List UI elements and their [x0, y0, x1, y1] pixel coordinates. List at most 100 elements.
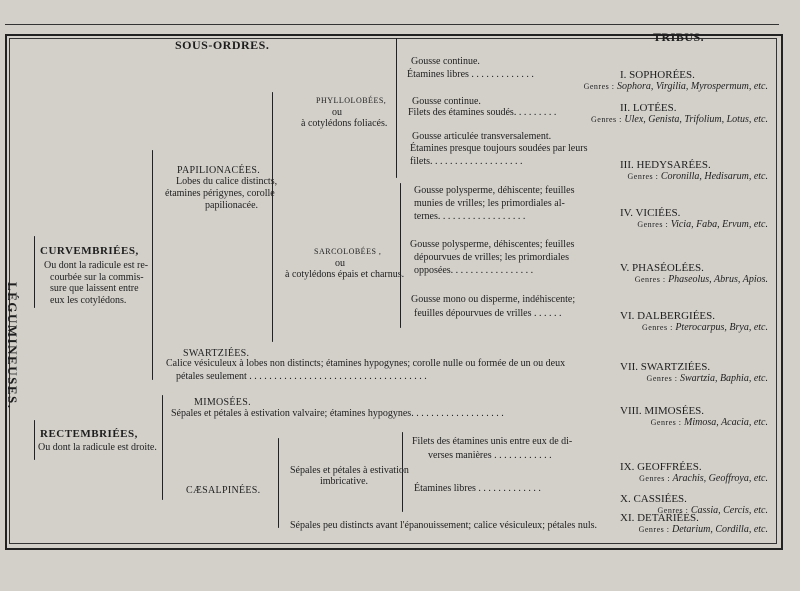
char-5-line-1: Gousse polysperme, déhiscentes; feuilles	[410, 239, 575, 250]
char-9-line-1: Filets des étamines unis entre eux de di…	[412, 436, 573, 447]
char-2-line-2: Filets des étamines soudés. . . . . . . …	[408, 107, 557, 118]
tribe-name: III. HEDYSARÉES.	[620, 159, 711, 171]
tribe-genres: Genres : Pterocarpus, Brya, etc.	[642, 323, 768, 333]
genres-label: Genres :	[638, 525, 672, 534]
tribe-name: II. LOTÉES.	[620, 102, 677, 114]
genres-label: Genres :	[583, 82, 617, 91]
tribus-header: TRIBUS.	[653, 30, 705, 44]
genres-label: Genres :	[657, 506, 691, 515]
curvembriees-brace	[34, 236, 35, 308]
genres-value: Pterocarpus, Brya, etc.	[675, 322, 768, 333]
genres-value: Detarium, Cordilla, etc.	[671, 524, 768, 535]
genres-label: Genres :	[641, 323, 676, 332]
genres-value: Coronilla, Hedisarum, etc.	[660, 171, 768, 182]
tribe-name: X. CASSIÉES.	[620, 493, 687, 505]
tribe-genres: Genres : Coronilla, Hedisarum, etc.	[627, 172, 768, 182]
phyllolobees-desc: à cotylédons foliacés.	[301, 118, 388, 129]
tribe-genres: Genres : Swartzia, Baphia, etc.	[647, 374, 768, 384]
genres-value: Sophora, Virgilia, Myrospermum, etc.	[616, 81, 768, 92]
tribe-genres: Genres : Vicia, Faba, Ervum, etc.	[637, 220, 768, 230]
genres-label: Genres :	[650, 418, 685, 427]
genres-value: Arachis, Geoffroya, etc.	[672, 473, 768, 484]
curvembriees-title: CURVEMBRIÉES,	[40, 245, 139, 257]
curvembriees-line-2: courbée sur la commis-	[50, 272, 144, 283]
papilionacees-line-3: papilionacée.	[205, 200, 259, 211]
phyllolobees-brace	[396, 38, 397, 178]
tribe-name: VIII. MIMOSÉES.	[620, 405, 705, 417]
char-3-line-3: filets. . . . . . . . . . . . . . . . . …	[410, 156, 523, 167]
rectembriees-brace	[34, 420, 35, 460]
curvembriees-line-4: eux les cotylédons.	[50, 295, 127, 306]
vertical-title: LÉGUMINEUSES.	[5, 282, 20, 410]
genres-label: Genres :	[627, 172, 661, 181]
tribe-genres: Genres : Detarium, Cordilla, etc.	[639, 525, 768, 535]
sarcolobees-title: SARCOLOBÉES ,	[314, 247, 382, 256]
genres-label: Genres :	[591, 115, 625, 124]
sarcolobees-ou: ou	[335, 258, 345, 269]
char-6-line-2: feuilles dépourvues de vrilles . . . . .…	[414, 308, 562, 319]
tribe-name: VI. DALBERGIÉES.	[620, 310, 716, 322]
sarcolobees-brace	[400, 183, 401, 328]
swartziees-line-1: Calice vésiculeux à lobes non distincts;…	[166, 358, 566, 369]
mimosees-line: Sépales et pétales à estivation valvaire…	[171, 408, 504, 419]
imbric-line-1: Sépales et pétales à estivation	[290, 465, 409, 476]
curvembriees-line-1: Ou dont la radicule est re-	[44, 260, 149, 271]
tribe-genres: Genres : Cassia, Cercis, etc.	[657, 506, 768, 516]
caesalpinees-brace	[278, 438, 279, 528]
rectembriees-line: Ou dont la radicule est droite.	[38, 442, 157, 453]
rectembriees-title: RECTEMBRIÉES,	[40, 428, 138, 440]
phyllolobees-title: PHYLLOLOBÉES,	[316, 96, 387, 105]
genres-value: Mimosa, Acacia, etc.	[684, 417, 768, 428]
tribe-name: V. PHASÉOLÉES.	[620, 262, 704, 274]
genres-value: Cassia, Cercis, etc.	[690, 505, 768, 516]
char-3-line-2: Étamines presque toujours soudées par le…	[410, 143, 588, 154]
genres-label: Genres :	[637, 220, 671, 229]
genres-label: Genres :	[646, 374, 680, 383]
swartziees-line-2: pétales seulement . . . . . . . . . . . …	[176, 371, 427, 382]
sarcolobees-desc: à cotylédons épais et charnus.	[285, 269, 405, 280]
imbric-line-2: imbricative.	[320, 476, 369, 487]
genres-value: Vicia, Faba, Ervum, etc.	[670, 219, 768, 230]
papilionacees-line-2: étamines périgynes, corolle	[165, 188, 275, 199]
char-4-line-2: munies de vrilles; les primordiales al-	[414, 198, 565, 209]
tribe-genres: Genres : Phaseolus, Abrus, Apios.	[635, 275, 768, 285]
tribe-name: XI. DETARIÉES.	[620, 512, 699, 524]
tribe-genres: Genres : Mimosa, Acacia, etc.	[651, 418, 768, 428]
char-1-line-1: Gousse continue.	[411, 56, 480, 67]
char-5-line-2: dépourvues de vrilles; les primordiales	[414, 252, 569, 263]
sous-ordres-header: SOUS-ORDRES.	[175, 38, 270, 52]
genres-label: Genres :	[634, 275, 669, 284]
tribe-genres: Genres : Arachis, Geoffroya, etc.	[639, 474, 768, 484]
char-5-line-3: opposées. . . . . . . . . . . . . . . . …	[414, 265, 534, 276]
mimosees-title: MIMOSÉES.	[194, 397, 251, 408]
phyllolobees-ou: ou	[332, 107, 342, 118]
tribe-name: IX. GEOFFRÉES.	[620, 461, 702, 473]
char-10-line: Étamines libres . . . . . . . . . . . . …	[414, 483, 541, 494]
caesalpinees-title: CÆSALPINÉES.	[186, 485, 261, 496]
tribe-name: IV. VICIÉES.	[620, 207, 681, 219]
inner-frame	[9, 38, 777, 544]
curv-group-brace	[152, 150, 153, 380]
genres-value: Phaseolus, Abrus, Apios.	[668, 274, 768, 285]
genres-value: Swartzia, Baphia, etc.	[679, 373, 768, 384]
char-6-line-1: Gousse mono ou disperme, indéhiscente;	[411, 294, 576, 305]
genres-value: Ulex, Genista, Trifolium, Lotus, etc.	[624, 114, 768, 125]
tribe-name: I. SOPHORÉES.	[620, 69, 695, 81]
papilionacees-line-1: Lobes du calice distincts,	[176, 176, 278, 187]
tribe-genres: Genres : Sophora, Virgilia, Myrospermum,…	[584, 82, 768, 92]
tribe-genres: Genres : Ulex, Genista, Trifolium, Lotus…	[591, 115, 768, 125]
rect-group-brace	[162, 395, 163, 500]
char-4-line-1: Gousse polysperme, déhiscente; feuilles	[414, 185, 575, 196]
char-1-line-2: Étamines libres . . . . . . . . . . . . …	[407, 69, 534, 80]
char-2-line-1: Gousse continue.	[412, 96, 481, 107]
curvembriees-line-3: sure que laissent entre	[50, 283, 139, 294]
char-11-line: Sépales peu distincts avant l'épanouisse…	[290, 520, 597, 531]
char-4-line-3: ternes. . . . . . . . . . . . . . . . . …	[414, 211, 526, 222]
top-rule	[5, 24, 779, 25]
papilionacees-brace	[272, 92, 273, 342]
imbric-brace	[402, 432, 403, 512]
genres-label: Genres :	[639, 474, 673, 483]
tribe-name: VII. SWARTZIÉES.	[620, 361, 711, 373]
swartziees-title: SWARTZIÉES.	[183, 348, 250, 359]
char-9-line-2: verses manières . . . . . . . . . . . .	[428, 450, 552, 461]
